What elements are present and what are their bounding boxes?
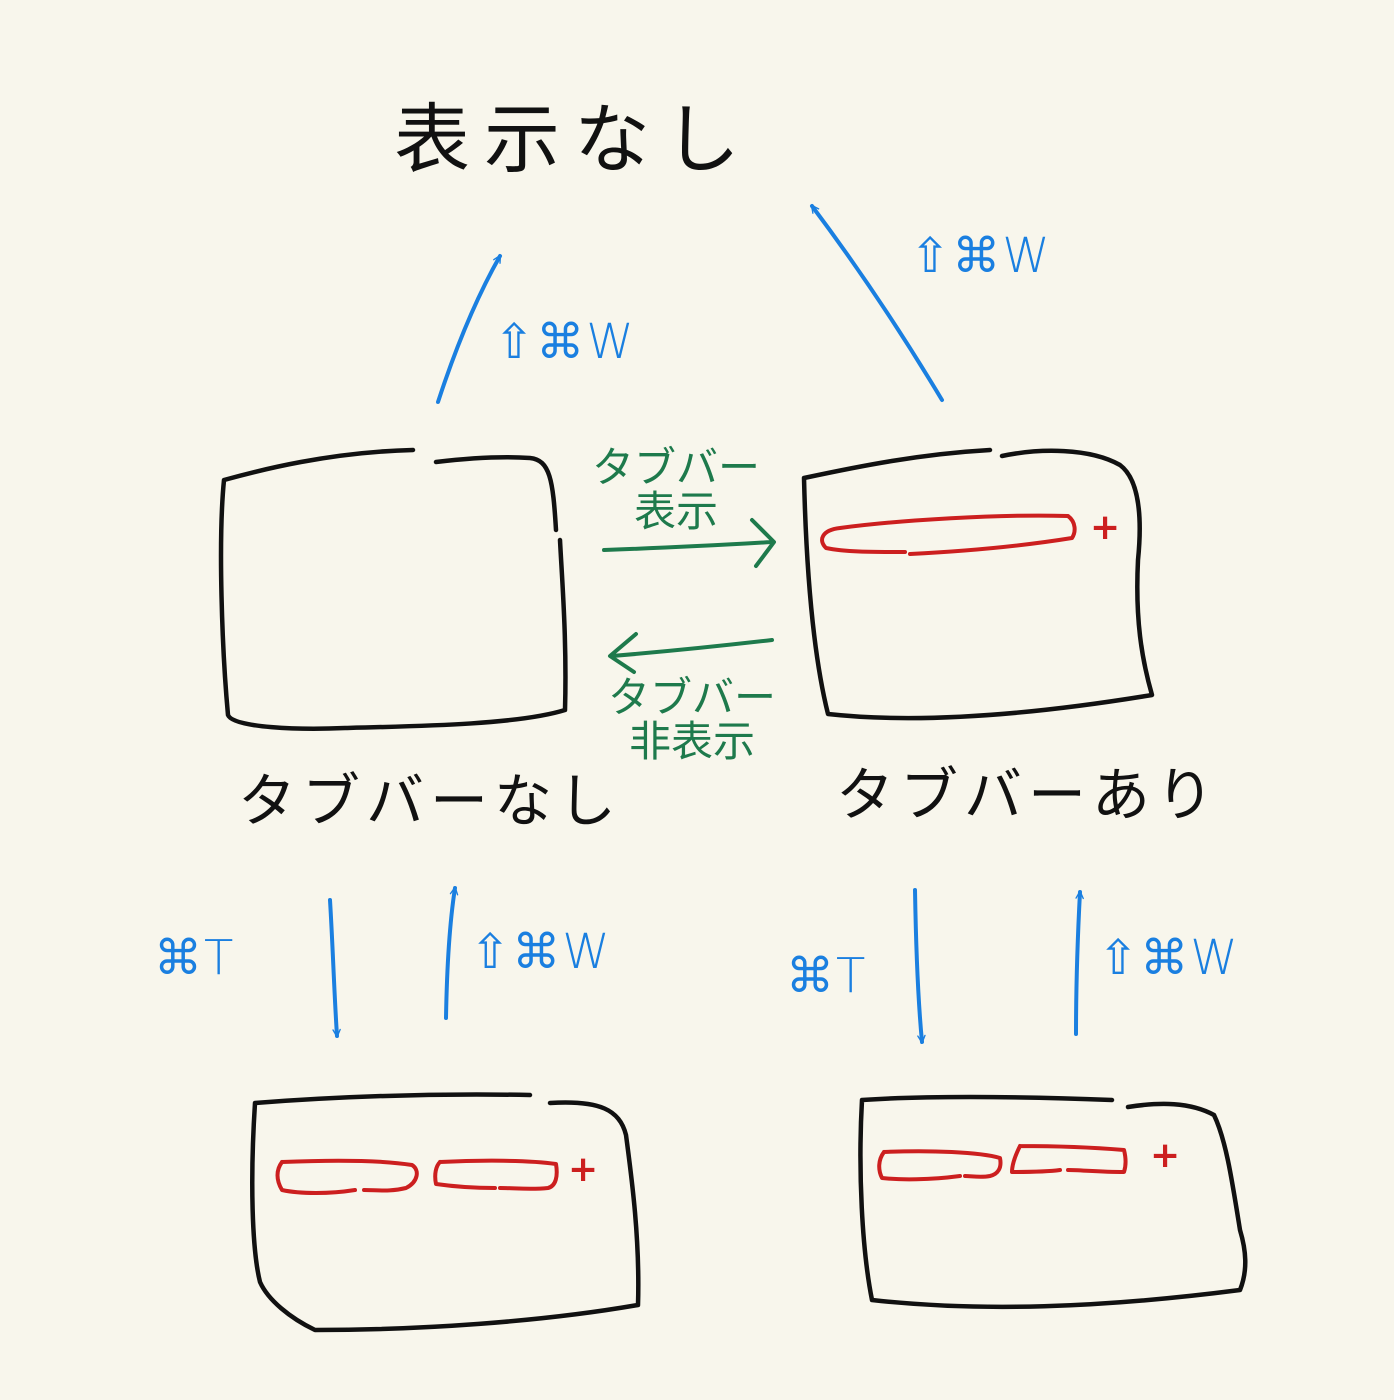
tab-left-2: [433, 1158, 559, 1191]
arrow-new-tab-left: [328, 898, 341, 1038]
show-tabbar-label-line1: タブバー: [592, 443, 761, 492]
shortcut-close-back-left: ⇧⌘W: [470, 924, 612, 980]
shortcut-close-right: ⇧⌘W: [910, 228, 1052, 284]
arrow-close-back-right: [1074, 890, 1084, 1036]
no-tabbar-label: タブバーなし: [238, 767, 623, 835]
show-tabbar-label: タブバー 表示: [592, 443, 761, 537]
new-tab-plus-icon: +: [568, 1149, 599, 1190]
tab-left-1: [275, 1158, 419, 1195]
arrow-hide-tabbar: [608, 632, 774, 674]
arrow-close-back-left: [444, 886, 459, 1020]
arrow-show-tabbar: [602, 518, 776, 568]
show-tabbar-label-line2: 表示: [634, 487, 719, 537]
hide-tabbar-label-line2: 非表示: [629, 717, 756, 767]
arrow-close-left: [436, 254, 502, 404]
arrow-close-right: [810, 204, 944, 402]
shortcut-close-left: ⇧⌘W: [494, 314, 636, 370]
shortcut-close-back-right: ⇧⌘W: [1098, 930, 1240, 986]
hide-tabbar-label-line1: タブバー: [608, 673, 777, 722]
tab-right-1: [877, 1149, 1003, 1182]
tab-single: [820, 513, 1077, 556]
window-no-tabbar: [218, 447, 568, 731]
shortcut-new-tab-left: ⌘T: [154, 930, 236, 986]
shortcut-new-tab-right: ⌘T: [786, 948, 868, 1004]
with-tabbar-label: タブバーあり: [836, 761, 1221, 829]
window-new-tab-left: [250, 1092, 641, 1333]
new-tab-plus-icon: +: [1150, 1135, 1181, 1176]
hide-tabbar-label: タブバー 非表示: [608, 673, 777, 767]
window-with-tabbar: [801, 447, 1155, 721]
new-tab-plus-icon: +: [1090, 507, 1121, 548]
tab-right-2: [1010, 1144, 1128, 1174]
window-new-tab-right: [858, 1094, 1248, 1310]
arrow-new-tab-right: [913, 888, 926, 1044]
top-state-label: 表示なし: [394, 95, 754, 184]
